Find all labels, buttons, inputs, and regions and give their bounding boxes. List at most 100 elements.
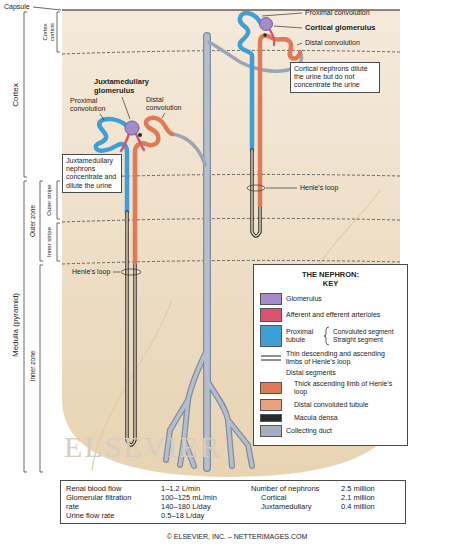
leader-lines [100, 13, 302, 275]
legend-row: Proximal tubule Convoluted segmentStraigh… [260, 325, 401, 347]
loop-marker [247, 185, 265, 191]
part-label: Cortical glomerulus [305, 24, 375, 33]
legend-swatch [260, 382, 282, 394]
bracket [57, 12, 60, 52]
legend-subgroup: Convoluted segmentStraight segment [333, 328, 401, 344]
leader-line [274, 26, 302, 28]
legend-row: Distal convoluted tubule [260, 399, 401, 411]
table-cell: 100–125 mL/min [161, 493, 217, 502]
part-label: Juxtamedullary glomerulus [94, 78, 166, 95]
legend-sublabel: Straight segment [333, 336, 401, 344]
legend-text: Proximal tubule [286, 328, 320, 344]
table-cell: 0.4 million [341, 502, 375, 511]
leader-line [262, 13, 302, 16]
duct-fill [204, 36, 210, 468]
macula-densa [138, 133, 142, 137]
legend-row: Distal segments [260, 369, 401, 377]
legend-row: Thin descending and ascending limbs of H… [260, 350, 401, 366]
table-cell: Number of nephrons [251, 484, 319, 493]
legend-row: Collecting duct [260, 425, 401, 437]
legend-swatch [260, 325, 282, 347]
thick-ascending-limb [135, 118, 172, 262]
zone-boundary [62, 218, 400, 222]
duct-outline [203, 36, 211, 468]
capsule-label: Capsule [4, 3, 30, 11]
copyright-note: © ELSEVIER, INC. – NETTERIMAGES.COM [167, 533, 308, 541]
bracket [57, 181, 60, 219]
legend-text: Glomerulus [286, 295, 401, 303]
leader-line [122, 97, 130, 119]
zone-label: Cortex corticis [42, 16, 55, 48]
zone-label: Medulla (pyramid) [11, 293, 20, 357]
legend-row: Macula densa [260, 414, 401, 422]
cortical-nephron [240, 13, 300, 236]
zone-boundary [62, 50, 400, 54]
table-cell: Urine flow rate [66, 511, 114, 520]
legend-swatch [260, 414, 282, 422]
loop-marker [121, 269, 141, 275]
connecting-tubule [209, 42, 302, 71]
legend-text: Thick ascending limb of Henle's loop [286, 380, 401, 396]
connecting-tubule [172, 134, 205, 165]
legend-row: Thick ascending limb of Henle's loop [260, 380, 401, 396]
table-cell: Glomerular filtration rate [66, 493, 146, 511]
legend-sublabel: Distal segments [286, 369, 401, 377]
legend-swatch [260, 425, 282, 437]
legend-sublabel: Convoluted segment [333, 328, 401, 336]
leader-line [266, 188, 297, 189]
bracket [40, 265, 43, 472]
table-cell: 2.5 million [341, 484, 375, 493]
thin-limb-sample [260, 352, 282, 364]
bracket [24, 181, 27, 472]
legend-row: Glomerulus [260, 293, 401, 305]
glomerulus [260, 18, 273, 31]
macula-densa [263, 33, 267, 37]
data-table: Renal blood flow 1–1.2 L/minGlomerular fi… [60, 480, 406, 524]
legend-title: THE NEPHRON: KEY [295, 270, 367, 288]
legend-swatch [260, 293, 282, 305]
zone-boundaries [62, 50, 400, 264]
legend-swatch [260, 399, 282, 411]
table-cell: Renal blood flow [66, 484, 121, 493]
leader-line [297, 43, 302, 45]
leader-line [162, 113, 165, 118]
note-text: Cortical nephrons dilute the urine but d… [294, 65, 376, 90]
legend-text: Afferent and efferent arterioles [286, 311, 401, 319]
zone-label: Cortex [11, 83, 20, 107]
legend-row: Afferent and efferent arterioles [260, 308, 401, 322]
thin-limb-sample-line [261, 356, 281, 360]
glomerulus [125, 121, 139, 135]
kidney-tissue [62, 10, 400, 477]
proximal-tubule [240, 13, 260, 150]
note-box: Cortical nephrons dilute the urine but d… [290, 62, 380, 93]
table-cell: 2.1 million [341, 493, 375, 502]
table-cell: 140–180 L/day [161, 502, 211, 511]
legend-brace-line [324, 327, 329, 345]
zone-label: Inner stripe [46, 227, 53, 257]
arteriole [136, 134, 144, 150]
legend-box: THE NEPHRON: KEY GlomerulusAfferent and e… [253, 264, 408, 446]
part-label: Proximal convolution [70, 97, 114, 113]
part-label: Proximal convolution [305, 9, 370, 17]
part-label: Distal convolution [305, 39, 360, 47]
legend-brace [324, 326, 329, 346]
zone-brackets [24, 12, 60, 472]
legend-text: Macula densa [286, 414, 401, 422]
note-text: Juxtamedullary nephrons concentrate and … [66, 157, 118, 190]
table-cell: Cortical [261, 493, 286, 502]
part-label: Henle's loop [72, 268, 110, 276]
arteriole [270, 30, 274, 45]
legend-text: Collecting duct [286, 427, 401, 435]
zone-label: Inner zone [29, 351, 36, 382]
watermark: ELSEVIER [64, 430, 222, 465]
zone-label: Outer zone [29, 205, 36, 237]
legend-swatch [260, 308, 282, 322]
collecting-duct [166, 36, 302, 468]
leader-line [113, 272, 120, 273]
legend-text: Thin descending and ascending limbs of H… [286, 350, 401, 366]
table-cell: 1–1.2 L/min [161, 484, 200, 493]
part-label: Henle's loop [300, 184, 338, 192]
legend-spacer [260, 369, 282, 377]
table-cell: Juxtamedullary [261, 502, 311, 511]
